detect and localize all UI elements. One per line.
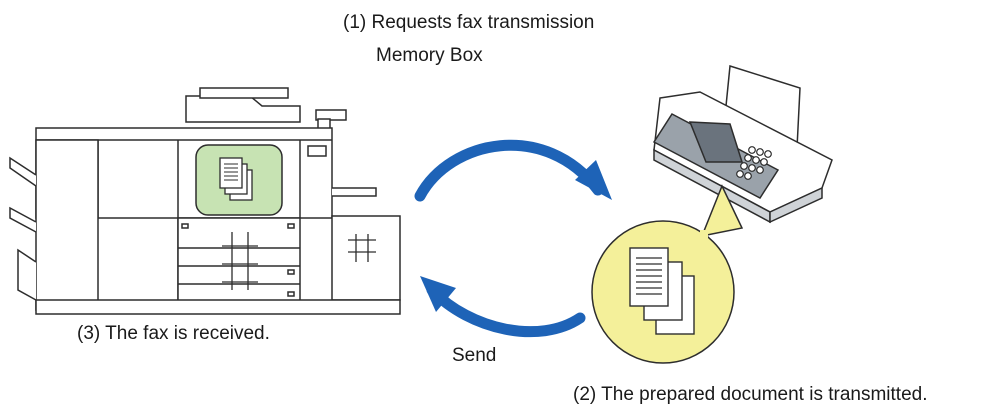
send-arrowhead xyxy=(420,276,456,312)
send-label: Send xyxy=(452,345,497,366)
bubble-pointer xyxy=(700,184,744,238)
multifunction-printer-icon xyxy=(9,87,401,315)
request-arrow xyxy=(414,139,604,202)
request-arrowhead xyxy=(575,160,612,200)
send-arrow xyxy=(426,284,586,338)
step3-label: (3) The fax is received. xyxy=(77,323,270,344)
step2-label: (2) The prepared document is transmitted… xyxy=(573,384,928,405)
memory-box-label: Memory Box xyxy=(376,45,483,66)
step1-label: (1) Requests fax transmission xyxy=(343,12,595,33)
stacked-documents-icon xyxy=(219,157,253,201)
fax-machine-icon xyxy=(652,65,833,224)
stacked-documents-icon xyxy=(629,247,695,335)
